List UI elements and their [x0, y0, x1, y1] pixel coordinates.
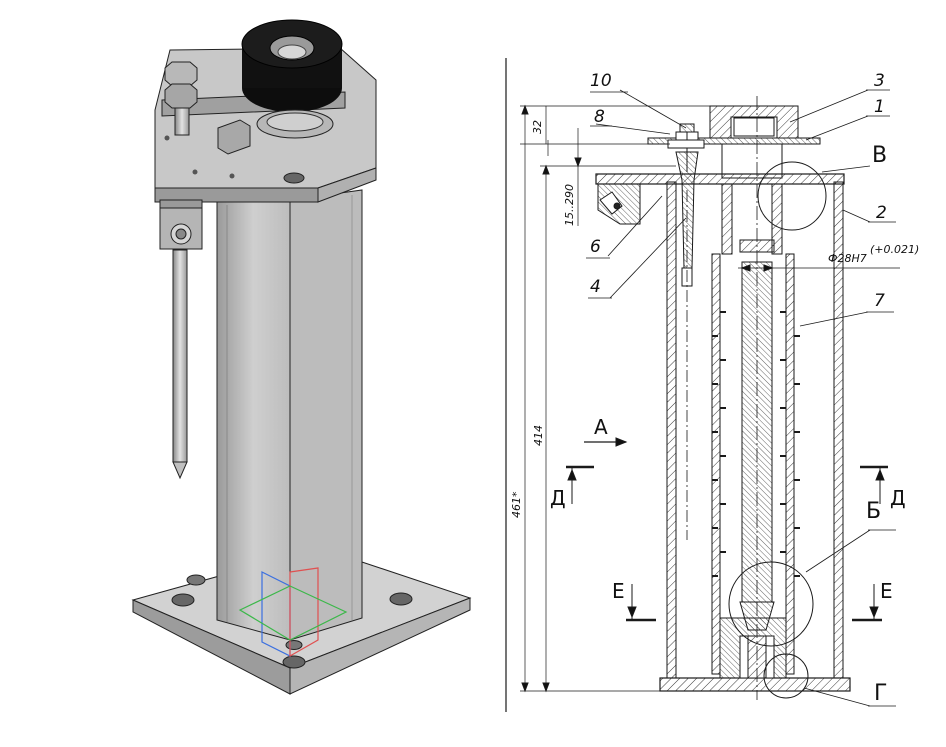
sleeve-right: [771, 183, 783, 255]
dim-15-290: 15..290: [563, 184, 576, 226]
scale-ticks: [712, 311, 800, 577]
view-labels: А Д Д Б Е Е Г: [550, 415, 906, 706]
outer-tube-left: [666, 181, 677, 679]
bolt-head: [164, 61, 198, 87]
base-plate-side: [289, 597, 471, 695]
sleeve-left: [721, 183, 733, 255]
detail-b: Б: [866, 499, 881, 524]
axis-gizmo: [238, 567, 348, 658]
callout-labels: 10 8 3 1 В 2 6 4 7: [590, 71, 887, 311]
top-plate-hole: [283, 172, 305, 184]
base-hole: [389, 592, 413, 606]
detail-g: Г: [874, 681, 887, 706]
inner-tube-left: [711, 253, 721, 675]
section-e-right: Е: [880, 579, 893, 603]
base-hole: [171, 593, 195, 607]
dim-diameter: Ф28Н7: [828, 252, 867, 265]
inner-tube-right: [785, 253, 795, 675]
callout-7: 7: [874, 291, 885, 311]
dim-32: 32: [531, 120, 544, 134]
probe-tip: [172, 461, 188, 480]
latch: [217, 119, 251, 155]
column-side: [289, 189, 363, 641]
callout-4: 4: [590, 277, 601, 297]
base-hole: [282, 655, 306, 669]
top-flange: [595, 173, 845, 185]
view-a: А: [594, 415, 608, 439]
detail-circle-g: [763, 653, 809, 699]
base-hole: [285, 640, 303, 650]
callout-2: 2: [876, 203, 887, 223]
callout-1: 1: [874, 97, 885, 117]
dimension-labels: 32 15..290 414 461* Ф28Н7 (+0.021): [510, 120, 919, 518]
nut: [164, 83, 198, 109]
section-d-left: Д: [550, 486, 566, 510]
callout-10: 10: [590, 71, 612, 91]
callout-8: 8: [594, 107, 605, 127]
column-front: [216, 199, 291, 641]
bolt-10: [679, 123, 695, 133]
top-plate-side: [317, 167, 377, 203]
detail-circle-b: [728, 561, 814, 647]
probe-rod: [172, 249, 188, 463]
bottom-flange: [659, 677, 851, 692]
callout-6: 6: [590, 237, 601, 257]
section-drawing: [505, 58, 900, 712]
callout-3: 3: [874, 71, 885, 91]
view-label-v: В: [872, 143, 887, 168]
isometric-render: [131, 19, 472, 695]
detail-circle-v: [757, 161, 827, 231]
base-hole: [186, 574, 206, 586]
section-d-right: Д: [890, 486, 906, 510]
dim-414: 414: [532, 425, 545, 446]
dim-461: 461*: [510, 491, 523, 518]
section-e-left: Е: [612, 579, 625, 603]
dim-tolerance: (+0.021): [870, 243, 919, 256]
